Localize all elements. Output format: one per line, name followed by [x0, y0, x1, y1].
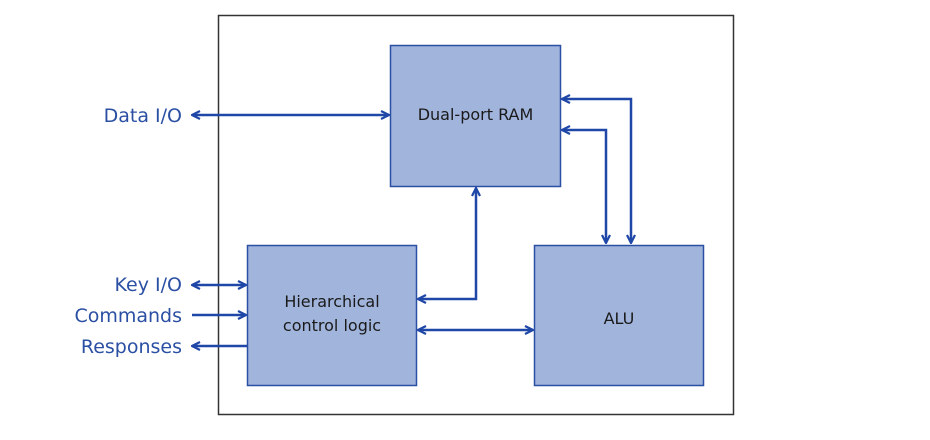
alu-label: ALU — [604, 309, 635, 328]
ram-alu-arrow-1 — [562, 99, 631, 243]
ram-label: Dual-port RAM — [418, 105, 534, 124]
ram-alu-arrow-2 — [562, 130, 606, 243]
system-boundary — [217, 14, 735, 416]
alu-block: ALU — [533, 244, 705, 387]
control-ram-arrow — [418, 188, 476, 299]
data-io-label: Data I/O — [104, 105, 182, 127]
responses-label: Responses — [81, 336, 182, 358]
control-label-line1: Hierarchical — [284, 292, 379, 311]
control-logic-block: Hierarchical control logic — [246, 244, 418, 387]
control-label-line2: control logic — [283, 316, 381, 335]
key-io-label: Key I/O — [115, 274, 182, 296]
commands-label: Commands — [74, 305, 182, 327]
dual-port-ram-block: Dual-port RAM — [389, 44, 562, 188]
